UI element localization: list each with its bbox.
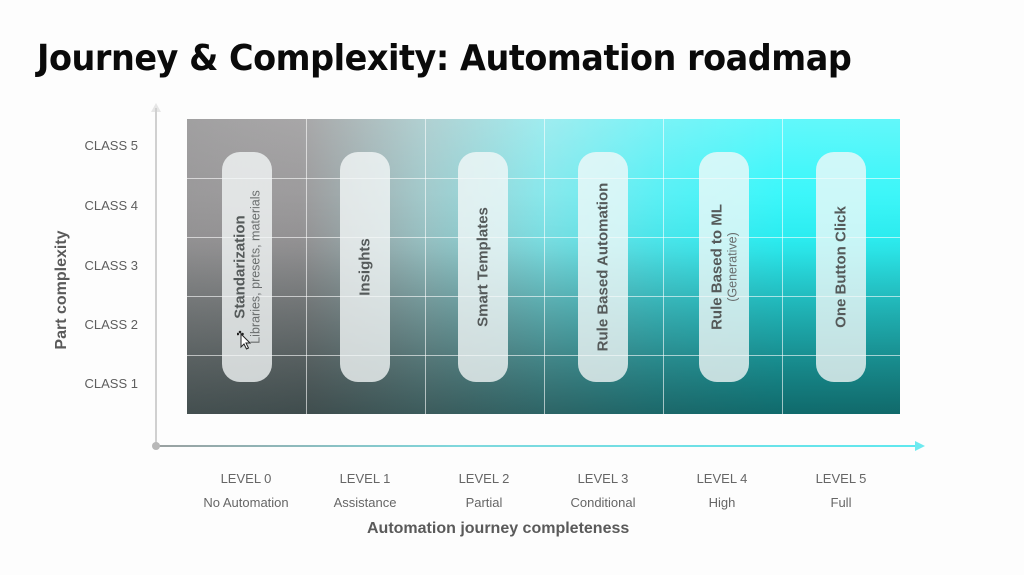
x-tick-level-4: LEVEL 4 High xyxy=(662,467,782,515)
grid-vline xyxy=(425,119,426,414)
stage-title: Rule Based Automation xyxy=(594,182,612,352)
y-tick-class-2: CLASS 2 xyxy=(84,317,138,332)
grid-vline xyxy=(544,119,545,414)
x-tick-level-2: LEVEL 2 Partial xyxy=(424,467,544,515)
y-tick-class-5: CLASS 5 xyxy=(84,138,138,153)
grid-vline xyxy=(782,119,783,414)
stage-pill-standarization: Standarization Libraries, presets, mater… xyxy=(222,152,272,382)
y-tick-class-3: CLASS 3 xyxy=(84,258,138,273)
complexity-grid: Standarization Libraries, presets, mater… xyxy=(187,119,900,414)
grid-hline xyxy=(187,355,900,356)
axis-origin-dot xyxy=(152,442,160,450)
x-tick-level-1: LEVEL 1 Assistance xyxy=(305,467,425,515)
grid-shade-left xyxy=(187,119,900,414)
y-axis-arrow-icon xyxy=(151,103,161,112)
level-number: LEVEL 5 xyxy=(815,471,867,486)
level-name: Full xyxy=(830,495,852,510)
grid-vline xyxy=(306,119,307,414)
stage-title: Rule Based to ML xyxy=(708,204,726,330)
grid-shade xyxy=(187,119,900,414)
y-tick-class-1: CLASS 1 xyxy=(84,376,138,391)
grid-hline xyxy=(187,237,900,238)
stage-title: Smart Templates xyxy=(474,207,492,327)
stage-pill-rule-based-automation: Rule Based Automation xyxy=(578,152,628,382)
x-tick-level-5: LEVEL 5 Full xyxy=(781,467,901,515)
stage-subtitle: Libraries, presets, materials xyxy=(248,190,263,344)
grid-hline xyxy=(187,296,900,297)
level-name: High xyxy=(708,495,736,510)
stage-title: One Button Click xyxy=(832,206,850,328)
level-number: LEVEL 2 xyxy=(458,471,510,486)
level-number: LEVEL 4 xyxy=(696,471,748,486)
grid-vline xyxy=(663,119,664,414)
stage-title: Insights xyxy=(356,238,374,296)
x-axis-arrow-icon xyxy=(915,441,925,451)
move-cursor-icon xyxy=(237,330,252,350)
page-title: Journey & Complexity: Automation roadmap xyxy=(37,38,852,79)
stage-pill-rule-based-to-ml: Rule Based to ML (Generative) xyxy=(699,152,749,382)
stage-pill-smart-templates: Smart Templates xyxy=(458,152,508,382)
level-number: LEVEL 1 xyxy=(339,471,391,486)
x-axis-title: Automation journey completeness xyxy=(367,520,630,537)
x-tick-level-0: LEVEL 0 No Automation xyxy=(186,467,306,515)
y-axis-title: Part complexity xyxy=(53,230,70,350)
y-tick-class-4: CLASS 4 xyxy=(84,198,138,213)
level-name: Assistance xyxy=(333,495,397,510)
x-axis-line xyxy=(155,445,917,447)
grid-hline xyxy=(187,178,900,179)
level-number: LEVEL 0 xyxy=(220,471,272,486)
y-axis-line xyxy=(155,108,157,446)
stage-subtitle: (Generative) xyxy=(725,232,740,302)
stage-pill-insights: Insights xyxy=(340,152,390,382)
level-name: Partial xyxy=(465,495,503,510)
x-tick-level-3: LEVEL 3 Conditional xyxy=(543,467,663,515)
stage-pill-one-button-click: One Button Click xyxy=(816,152,866,382)
level-name: Conditional xyxy=(570,495,636,510)
level-number: LEVEL 3 xyxy=(577,471,629,486)
level-name: No Automation xyxy=(203,495,289,510)
stage-title: Standarization xyxy=(231,215,249,319)
